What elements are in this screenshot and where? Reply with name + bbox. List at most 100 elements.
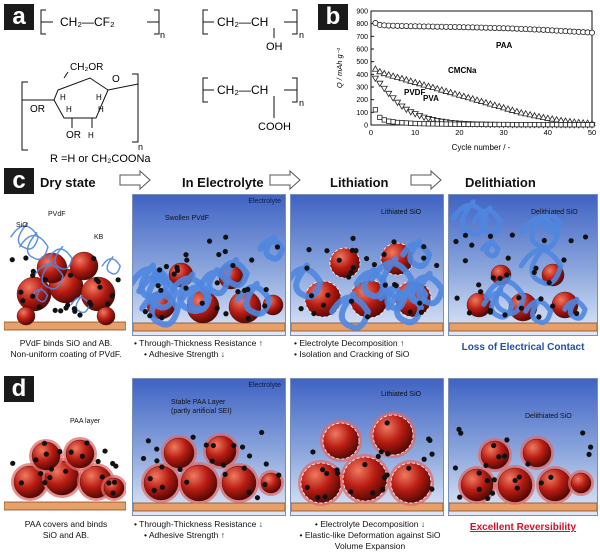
carbon-particle <box>489 490 496 496</box>
point-pva <box>576 122 582 128</box>
carbon-particle <box>48 466 55 472</box>
pvdf-structure: CH₂—CF₂ n <box>40 9 165 40</box>
pvdf-binder <box>450 199 490 237</box>
point-pva <box>421 121 427 127</box>
carbon-particle <box>533 265 539 271</box>
carbon-particle <box>429 451 435 457</box>
point-cmcna <box>376 67 384 75</box>
point-pva <box>527 122 533 128</box>
point-paa <box>588 29 595 36</box>
point-pva <box>430 121 436 127</box>
y-tick-label: 400 <box>356 72 368 79</box>
point-pva <box>558 122 564 128</box>
carbon-particle <box>370 490 376 496</box>
chemical-structures: CH₂—CF₂ n CH₂—CH OH n CH₂—CH COOH n CH₂O… <box>21 9 304 165</box>
point-cmcna <box>460 92 468 99</box>
carbon-particle <box>43 451 50 457</box>
carbon-particle <box>336 257 342 263</box>
caption-c-1: PVdF binds SiO and AB.Non-uniform coatin… <box>10 338 122 359</box>
carbon-particle <box>375 453 381 459</box>
carbon-particle <box>111 479 118 485</box>
point-cmcna <box>539 113 548 121</box>
carbon-particle <box>427 437 433 443</box>
carbon-particle <box>155 283 161 289</box>
point-pva <box>465 121 471 127</box>
sio-particle <box>538 468 572 502</box>
pvdf-binder <box>519 211 561 251</box>
carbon-particle <box>245 286 251 293</box>
carbon-particle <box>113 463 119 469</box>
point-cmcna <box>517 108 525 116</box>
pvdf-binder <box>471 205 504 236</box>
carbon-particle <box>538 296 544 302</box>
carbon-particle <box>304 265 310 271</box>
caption-c-3: • Electrolyte Decomposition ↑• Isolation… <box>294 338 410 359</box>
carbon-particle <box>311 310 317 317</box>
sio-particle <box>480 440 510 470</box>
carbon-particle <box>183 285 189 291</box>
point-pva <box>394 119 401 126</box>
carbon-particle <box>9 257 15 263</box>
carbon-particle <box>147 313 153 319</box>
carbon-particle <box>263 461 269 467</box>
x-tick-label: 40 <box>544 128 552 137</box>
point-cmcna <box>398 74 406 82</box>
pvdf-binder <box>480 238 501 259</box>
carbon-particle <box>214 280 220 286</box>
point-cmcna <box>451 89 459 97</box>
carbon-particle <box>230 262 236 269</box>
carbon-particle <box>223 311 229 317</box>
carbon-particle <box>476 282 482 288</box>
carbon-particle <box>504 272 510 278</box>
cmc-h5: H <box>88 131 94 140</box>
arrow-1 <box>119 169 151 191</box>
carbon-particle <box>582 234 589 240</box>
sio-particle <box>65 439 95 469</box>
carbon-particle <box>509 232 515 238</box>
carbon-particle <box>88 302 94 308</box>
stage-arrows <box>119 169 442 191</box>
label-stable-paa: Stable PAA Layer <box>171 399 226 406</box>
carbon-particle <box>421 456 427 462</box>
pvdf-binder <box>257 234 285 262</box>
point-cmcna <box>530 111 539 119</box>
carbon-particle <box>452 465 459 471</box>
pvdf-binder <box>179 281 213 313</box>
r-definition: R =H or CH₂COONa <box>50 153 151 165</box>
legend-pvdf: PVDF <box>404 88 425 97</box>
pvdf-binder <box>400 238 433 270</box>
carbon-particle <box>63 468 69 474</box>
y-tick-label: 500 <box>356 59 368 66</box>
point-cmcna <box>455 91 464 98</box>
carbon-particle <box>91 256 97 262</box>
carbon-particle <box>469 242 475 248</box>
point-pva <box>589 122 595 128</box>
carbon-particle <box>171 271 177 277</box>
carbon-particle <box>478 289 484 295</box>
point-pva <box>492 121 498 128</box>
carbon-particle <box>184 257 190 263</box>
x-tick-label: 20 <box>455 128 463 137</box>
carbon-particle <box>350 265 356 271</box>
label-stable-paa-sei: (partly artificial SEI) <box>171 408 232 415</box>
sio-particle <box>180 464 218 502</box>
carbon-particle <box>115 277 121 283</box>
cmc-structure <box>21 71 139 151</box>
panel-label-a: a <box>4 4 34 30</box>
panel-d-lithiation: Lithiated SiO <box>290 378 444 516</box>
point-pvdf <box>371 75 380 83</box>
pvdf-binder <box>32 287 49 303</box>
cmc-h1: H <box>60 93 66 102</box>
point-pvdf <box>393 99 402 107</box>
carbon-particle <box>142 309 148 315</box>
x-axis-label: Cycle number / - <box>452 143 511 152</box>
point-pva <box>567 122 573 128</box>
current-collector <box>133 322 285 332</box>
pvdf-binder <box>353 266 388 300</box>
point-pva <box>549 122 555 128</box>
carbon-particle <box>320 302 327 308</box>
carbon-particle <box>199 300 205 306</box>
carbon-particle <box>391 239 397 245</box>
point-pva <box>439 121 445 127</box>
label-delithiated-sio-d: Delithiated SiO <box>525 413 572 420</box>
